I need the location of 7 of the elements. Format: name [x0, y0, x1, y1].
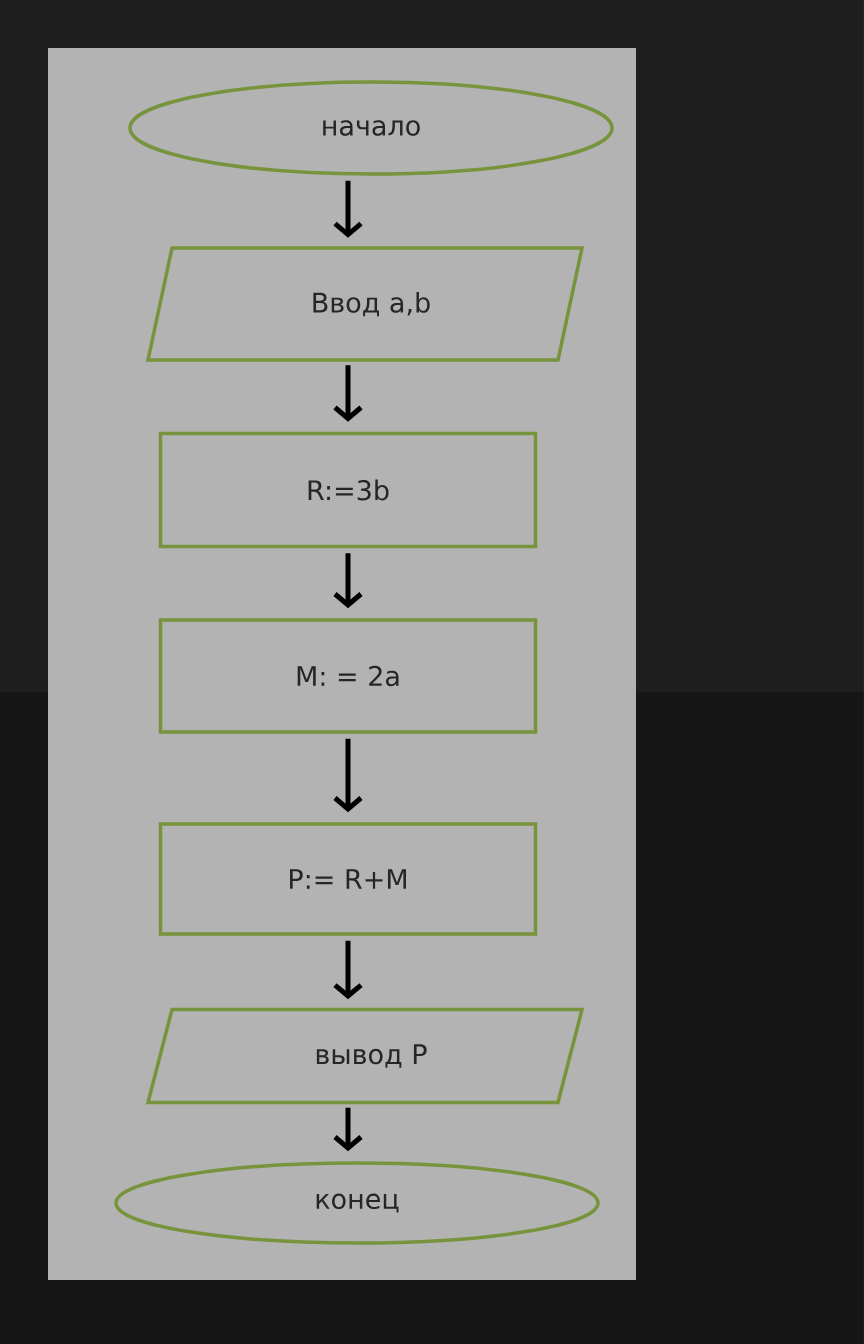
terminal-oval: конец	[114, 1161, 600, 1245]
arrow	[333, 738, 363, 813]
terminal-oval: начало	[128, 80, 614, 176]
process-box: M: = 2a	[158, 618, 538, 734]
process-box: P:= R+M	[158, 822, 538, 936]
process-box: R:=3b	[158, 431, 538, 549]
arrow	[333, 940, 363, 1000]
